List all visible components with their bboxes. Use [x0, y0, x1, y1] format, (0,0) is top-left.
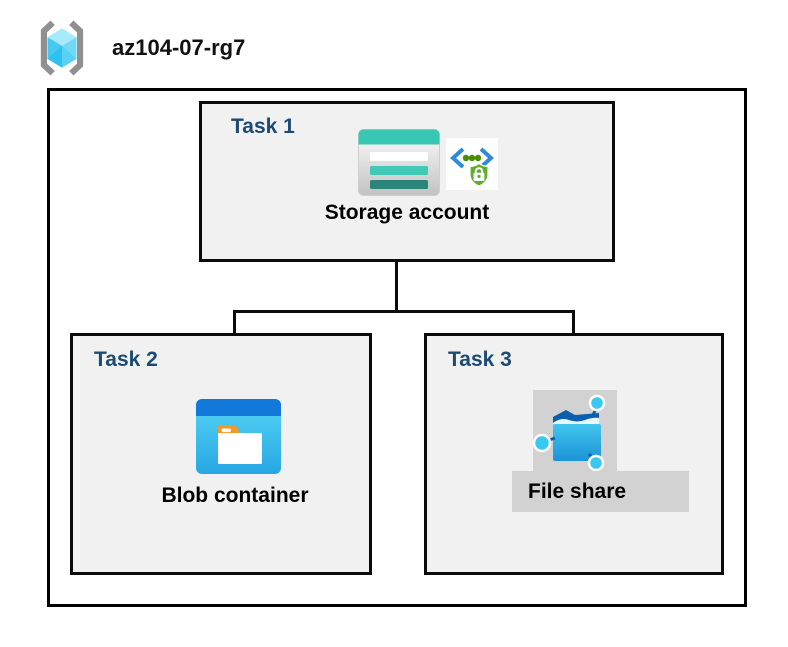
file-share-icon-background — [532, 390, 617, 472]
resource-group-header: az104-07-rg7 — [30, 16, 245, 80]
task2-box: Task 2 Blob container — [70, 333, 372, 575]
connector-storage-down — [395, 235, 398, 313]
task1-box: Task 1 Storage account — [199, 101, 615, 262]
task2-label: Task 2 — [94, 348, 158, 371]
blob-container-icon — [196, 399, 281, 474]
resource-group-title: az104-07-rg7 — [112, 35, 246, 60]
storage-account-label: Storage account — [324, 201, 490, 224]
file-share-label-background: File share — [512, 471, 689, 512]
secure-endpoint-icon — [446, 138, 498, 190]
file-share-icon — [532, 394, 606, 472]
resource-group-icon — [40, 20, 84, 76]
blob-container-label: Blob container — [161, 484, 309, 507]
task3-label: Task 3 — [448, 348, 512, 371]
task3-box: Task 3 File share — [424, 333, 724, 575]
file-share-label: File share — [528, 479, 627, 503]
task1-label: Task 1 — [231, 115, 295, 138]
storage-account-icon — [358, 129, 440, 196]
connector-horizontal — [233, 310, 575, 313]
